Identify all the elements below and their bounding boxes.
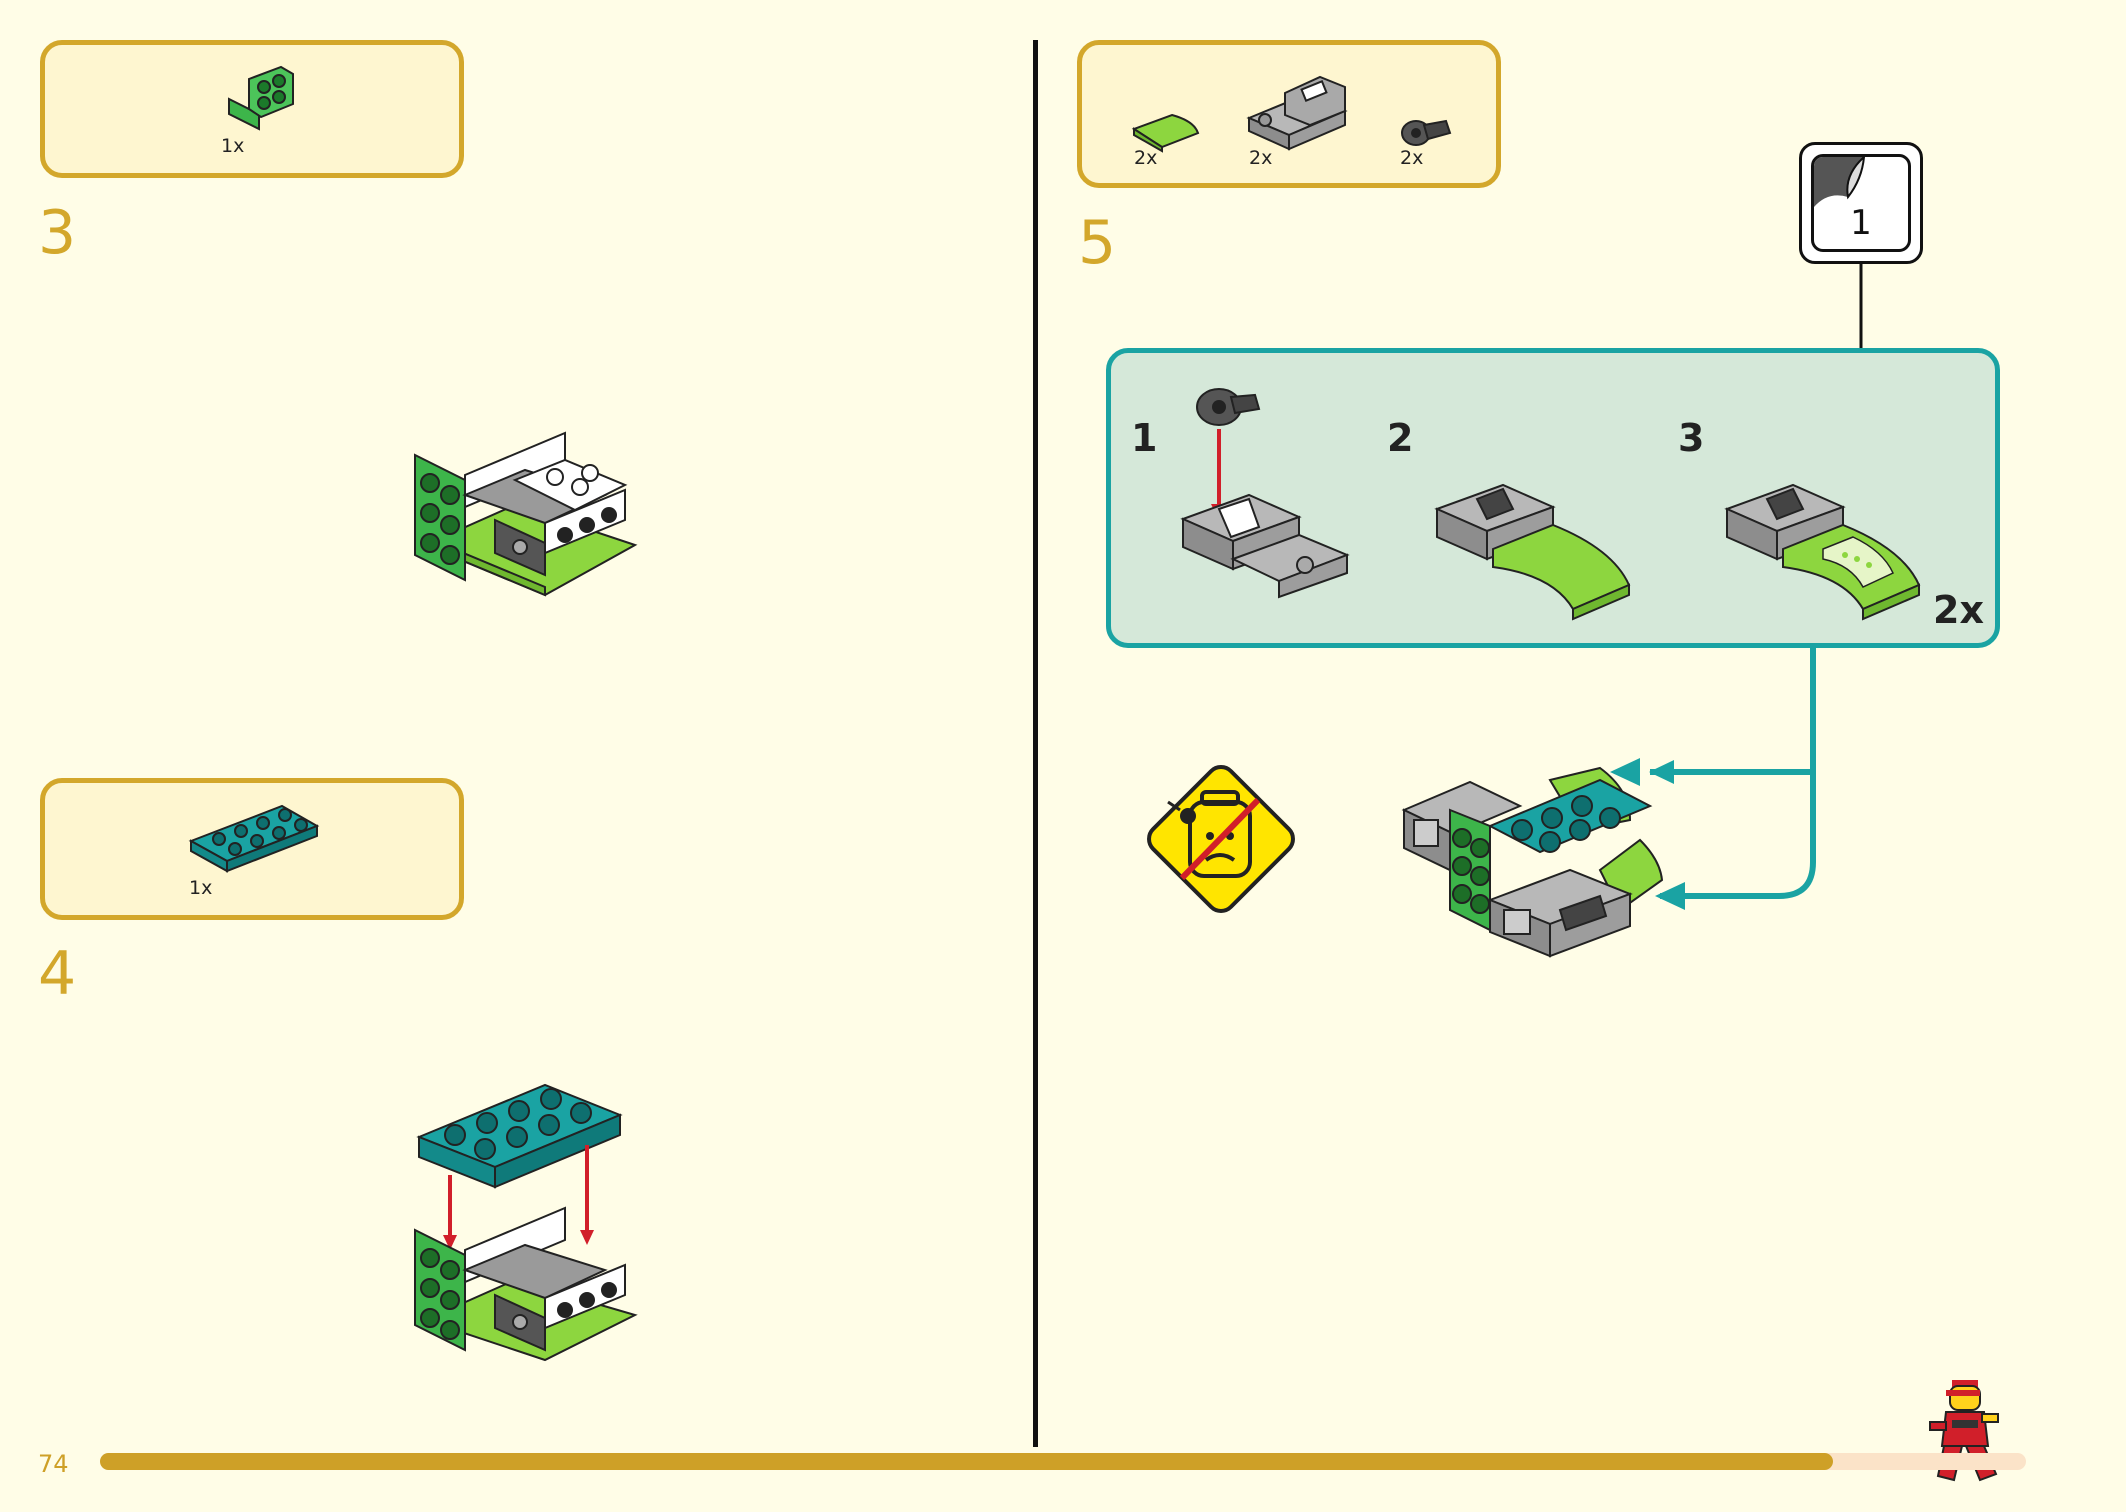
progress-fill bbox=[100, 1453, 1833, 1470]
grey-clip-plate-icon bbox=[1246, 75, 1348, 151]
dark-grey-bar-holder-icon bbox=[1401, 119, 1452, 146]
part-qty: 2x bbox=[1400, 147, 1424, 169]
part-qty: 1x bbox=[221, 135, 245, 157]
part-qty: 1x bbox=[189, 877, 213, 899]
step-number: 3 bbox=[38, 198, 77, 268]
page-number: 74 bbox=[38, 1450, 69, 1478]
parts-box-step-4: 1x bbox=[40, 778, 464, 920]
green-bracket-icon bbox=[228, 65, 294, 131]
substep-panel: 1 2 3 2x bbox=[1106, 348, 2000, 648]
substep-number: 2 bbox=[1387, 416, 1414, 460]
lime-curved-slope-icon bbox=[1131, 113, 1200, 153]
substep-number: 3 bbox=[1678, 416, 1705, 460]
sticker-1: 1 bbox=[1811, 154, 1911, 252]
substep-1-illustration bbox=[1180, 388, 1350, 599]
part-qty: 2x bbox=[1249, 147, 1273, 169]
page-divider bbox=[1033, 40, 1038, 1447]
teal-plate-2x4-icon bbox=[188, 804, 320, 873]
substep-multiplier: 2x bbox=[1933, 588, 1984, 632]
parts-box-step-5: 2x 2x 2x bbox=[1077, 40, 1501, 188]
ninja-minifigure-icon bbox=[1929, 1380, 1999, 1482]
step-4-assembly-illustration bbox=[414, 1083, 638, 1362]
sticker-number: 1 bbox=[1850, 203, 1872, 243]
step-number: 4 bbox=[38, 939, 77, 1009]
step-3-assembly-illustration bbox=[414, 431, 638, 597]
sticker-peel-icon bbox=[1814, 157, 1866, 207]
step-5-assembly-illustration bbox=[1401, 766, 1664, 958]
part-qty: 2x bbox=[1134, 147, 1158, 169]
parts-box-step-3: 1x bbox=[40, 40, 464, 178]
substep-number: 1 bbox=[1131, 416, 1158, 460]
no-sparks-warning-icon bbox=[1147, 765, 1295, 913]
substep-3-illustration bbox=[1724, 483, 1921, 621]
sticker-callout: 1 bbox=[1799, 142, 1923, 264]
step-number: 5 bbox=[1078, 208, 1117, 278]
substep-2-illustration bbox=[1434, 483, 1631, 621]
